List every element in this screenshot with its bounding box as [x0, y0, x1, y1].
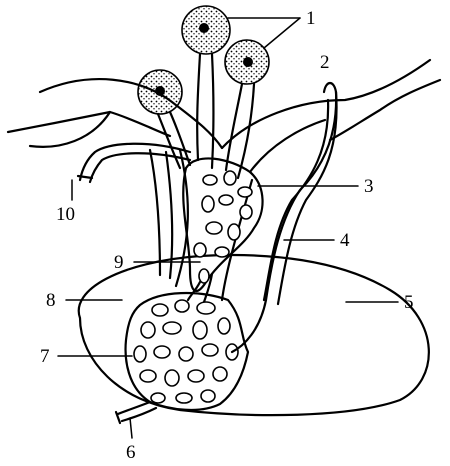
- label-7: 7: [40, 346, 50, 367]
- label-9: 9: [114, 252, 124, 273]
- hypothalamus-outline: [8, 60, 440, 172]
- label-4: 4: [340, 230, 350, 251]
- label-1: 1: [306, 8, 316, 29]
- label-8: 8: [46, 290, 56, 311]
- label-6: 6: [126, 442, 136, 463]
- label-10: 10: [56, 204, 75, 225]
- posterior-lobe: [79, 255, 429, 415]
- hypophyseal-vein: [118, 402, 156, 421]
- neurosecretory-neuron: [182, 6, 230, 168]
- primary-capillary-plexus: [183, 158, 262, 291]
- secondary-capillary-plexus: [126, 293, 248, 410]
- label-5: 5: [404, 292, 414, 313]
- label-2: 2: [320, 52, 330, 73]
- label-3: 3: [364, 176, 374, 197]
